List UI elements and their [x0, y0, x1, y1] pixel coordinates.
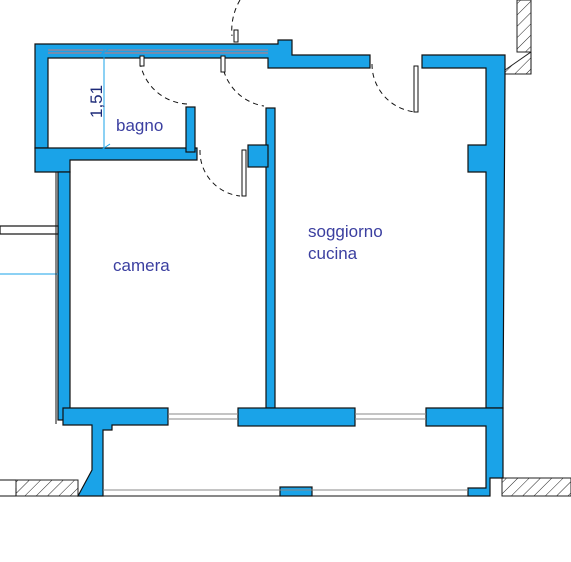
doors — [139, 0, 417, 197]
walls — [0, 39, 506, 497]
door-swing-living — [371, 63, 417, 113]
door-swing-camera — [199, 149, 241, 197]
hatched-wall-corner — [504, 51, 532, 75]
wall-bathroom-right — [185, 106, 196, 153]
wall-partition-stub — [247, 144, 269, 168]
wall-bottom-middle — [237, 407, 356, 427]
dimension-label: 1,51 — [87, 85, 106, 118]
wall-right — [421, 54, 506, 409]
room-label-bagno: bagno — [116, 116, 163, 135]
room-label-camera: camera — [113, 256, 170, 275]
wall-bottom-left — [62, 407, 169, 497]
door-swing-bathroom-2 — [221, 61, 265, 107]
wall-bathroom-top — [34, 39, 371, 149]
hatched-wall-bottom-left — [15, 479, 79, 497]
room-label-cucina: cucina — [308, 244, 358, 263]
door-swing-bathroom — [139, 61, 191, 105]
door-leaves — [139, 29, 419, 197]
door-swing-entrance — [231, 0, 241, 37]
outlines — [0, 49, 532, 497]
wall-bathroom-bottom — [34, 147, 198, 173]
hatched-wall-bottom-right — [501, 477, 571, 497]
wall-camera-left — [57, 171, 71, 421]
dimension-line — [97, 47, 111, 153]
hatched-wall-top-right — [516, 0, 532, 53]
room-label-soggiorno: soggiorno — [308, 222, 383, 241]
wall-bottom-right — [425, 407, 504, 497]
wall-corridor — [0, 225, 59, 235]
wall-bottom-small — [279, 486, 313, 497]
